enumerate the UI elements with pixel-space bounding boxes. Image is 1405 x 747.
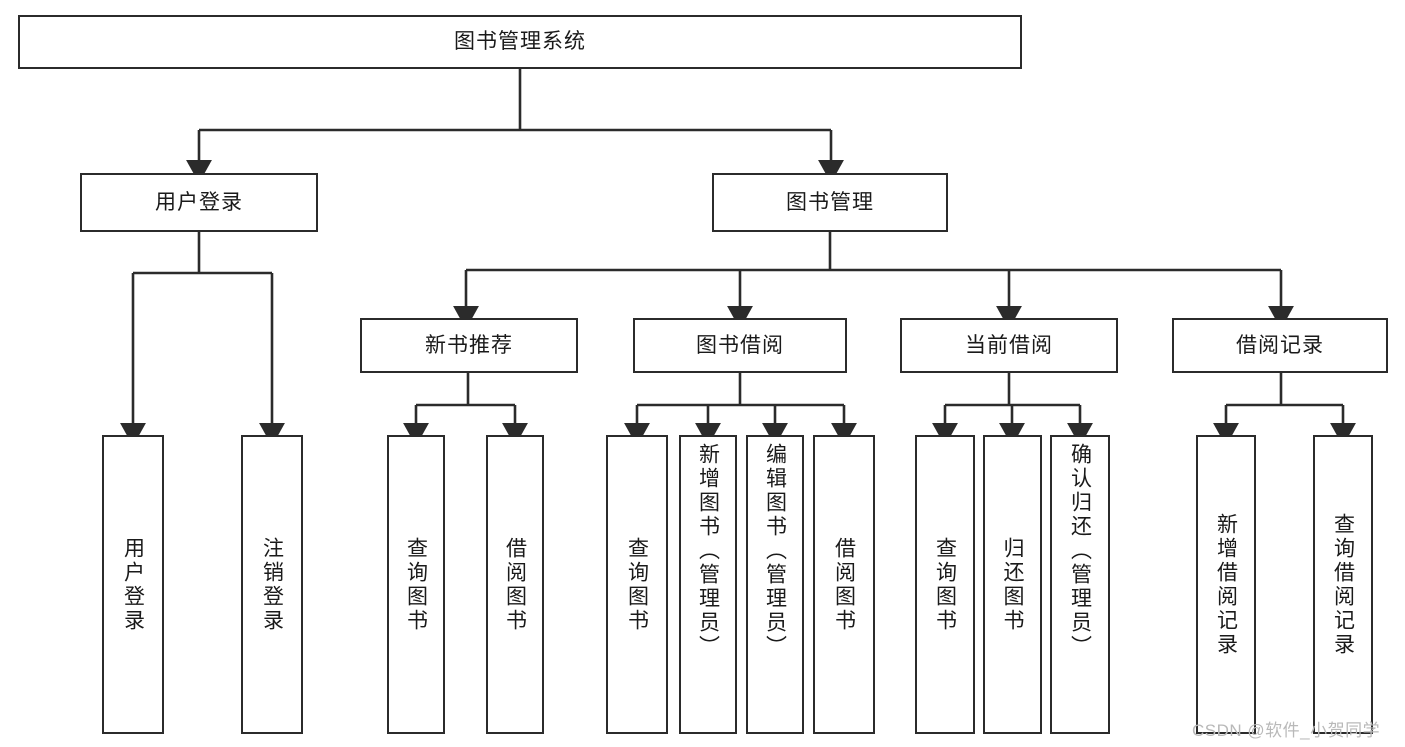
node-borrow-record-label: 借阅记录 [1236, 333, 1324, 357]
node-current-borrow-label: 当前借阅 [965, 333, 1053, 357]
node-leaf-borrow-book-recommend-label: 借阅图书 [503, 536, 527, 633]
node-leaf-borrow-book-label: 借阅图书 [832, 536, 856, 633]
node-leaf-user-logout[interactable]: 注销登录 [241, 435, 303, 734]
node-book-manage[interactable]: 图书管理 [712, 173, 948, 232]
node-leaf-edit-book-admin-label: 编辑图书（管理员） [763, 443, 787, 659]
node-borrow-record[interactable]: 借阅记录 [1172, 318, 1388, 373]
node-leaf-user-login[interactable]: 用户登录 [102, 435, 164, 734]
node-leaf-borrow-book-recommend[interactable]: 借阅图书 [486, 435, 544, 734]
watermark: CSDN @软件_小贺同学 [1192, 721, 1381, 740]
node-leaf-add-borrow-record-label: 新增借阅记录 [1214, 512, 1238, 657]
node-leaf-query-book-current-label: 查询图书 [933, 536, 957, 633]
node-book-manage-label: 图书管理 [786, 190, 874, 214]
node-root-system-label: 图书管理系统 [454, 30, 586, 54]
node-user-login-label: 用户登录 [155, 190, 243, 214]
node-current-borrow[interactable]: 当前借阅 [900, 318, 1118, 373]
node-root-system[interactable]: 图书管理系统 [18, 15, 1022, 69]
node-leaf-return-book[interactable]: 归还图书 [983, 435, 1042, 734]
node-new-book-recommend[interactable]: 新书推荐 [360, 318, 578, 373]
node-leaf-query-borrow-record[interactable]: 查询借阅记录 [1313, 435, 1373, 734]
node-leaf-edit-book-admin[interactable]: 编辑图书（管理员） [746, 435, 804, 734]
node-leaf-query-book-recommend-label: 查询图书 [404, 536, 428, 633]
node-leaf-add-borrow-record[interactable]: 新增借阅记录 [1196, 435, 1256, 734]
node-leaf-confirm-return-admin[interactable]: 确认归还（管理员） [1050, 435, 1110, 734]
node-leaf-return-book-label: 归还图书 [1001, 536, 1024, 633]
node-leaf-confirm-return-admin-label: 确认归还（管理员） [1068, 443, 1092, 659]
node-leaf-query-book-borrow[interactable]: 查询图书 [606, 435, 668, 734]
node-leaf-query-book-current[interactable]: 查询图书 [915, 435, 975, 734]
node-leaf-query-book-borrow-label: 查询图书 [625, 536, 649, 633]
node-book-borrow-label: 图书借阅 [696, 333, 784, 357]
node-new-book-recommend-label: 新书推荐 [425, 333, 513, 357]
node-leaf-add-book-admin[interactable]: 新增图书（管理员） [679, 435, 737, 734]
node-leaf-add-book-admin-label: 新增图书（管理员） [696, 443, 720, 659]
node-leaf-user-login-label: 用户登录 [121, 536, 145, 633]
node-leaf-query-book-recommend[interactable]: 查询图书 [387, 435, 445, 734]
node-leaf-user-logout-label: 注销登录 [260, 536, 284, 633]
node-leaf-borrow-book[interactable]: 借阅图书 [813, 435, 875, 734]
node-user-login[interactable]: 用户登录 [80, 173, 318, 232]
node-leaf-query-borrow-record-label: 查询借阅记录 [1331, 512, 1355, 657]
node-book-borrow[interactable]: 图书借阅 [633, 318, 847, 373]
